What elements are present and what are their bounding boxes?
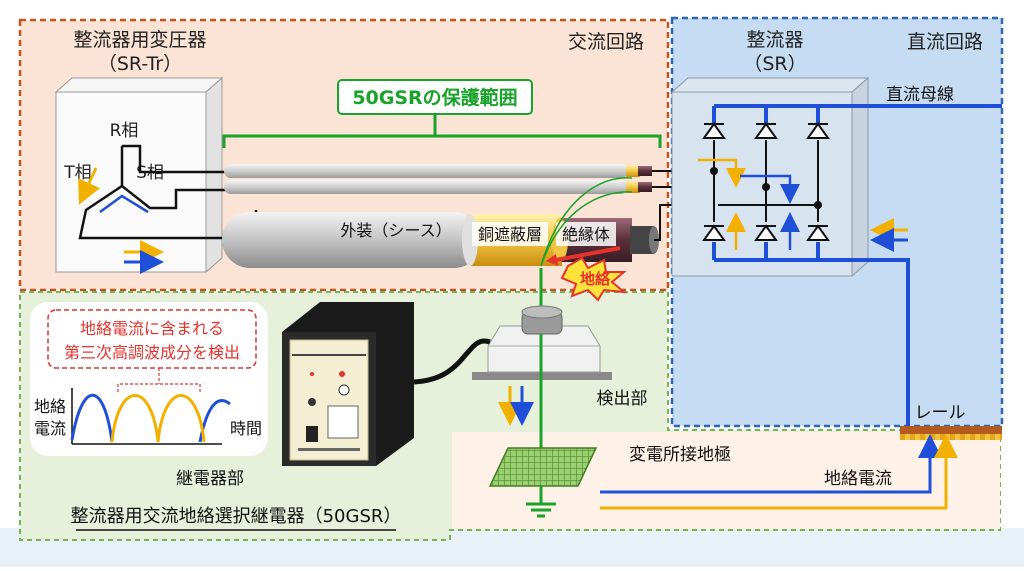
ground-current-blue bbox=[600, 434, 942, 494]
ground-current-label: 地絡電流 bbox=[824, 469, 892, 489]
protection-range-label: 50GSRの保護範囲 bbox=[352, 86, 517, 109]
rectifier-title: 整流器 bbox=[746, 29, 803, 51]
detector-unit bbox=[472, 305, 612, 380]
thin-cable-upper bbox=[224, 164, 652, 178]
insulator-label-bg bbox=[556, 222, 616, 246]
relay-full-label: 整流器用交流地絡選択継電器（50GSR） bbox=[71, 506, 402, 527]
ground-current-yellow bbox=[600, 434, 958, 510]
axis-y-line2: 電流 bbox=[34, 419, 66, 438]
rect-arrow-b1 bbox=[740, 174, 800, 204]
ground-fault-arrow bbox=[555, 246, 621, 262]
rectifier-subtitle: （SR） bbox=[743, 53, 806, 75]
rectifier-box bbox=[670, 76, 870, 278]
thin-cable-lower bbox=[224, 180, 652, 194]
waveform-blue-left bbox=[70, 393, 114, 443]
ac-circuit-label: 交流回路 bbox=[568, 31, 644, 53]
callout-box bbox=[47, 309, 257, 369]
callout-line1: 地絡電流に含まれる bbox=[80, 319, 224, 338]
diodes bbox=[702, 122, 830, 241]
callout-pointer bbox=[117, 368, 201, 392]
ground-fault-arrowhead bbox=[546, 254, 558, 266]
relay-unit bbox=[282, 302, 414, 466]
callout-line2: 第三次高調波成分を検出 bbox=[64, 343, 240, 362]
rect-arrow-y1 bbox=[698, 158, 746, 188]
winding-arrow-yellow bbox=[78, 167, 100, 205]
rail-label: レール bbox=[915, 403, 966, 423]
sheath-label: 外装（シース） bbox=[340, 221, 451, 240]
insulator-label: 絶縁体 bbox=[562, 225, 610, 244]
ground-fault-badge bbox=[560, 256, 628, 302]
transformer-subtitle: （SR-Tr） bbox=[98, 53, 182, 75]
junction-dots bbox=[710, 167, 822, 209]
dc-bus-label: 直流母線 bbox=[886, 85, 954, 105]
r-phase-label: R相 bbox=[110, 121, 139, 141]
winding-arrow-blue bbox=[99, 194, 149, 214]
ground-electrode bbox=[488, 447, 598, 487]
shield-wire-lower bbox=[540, 191, 633, 267]
t-phase-label: T相 bbox=[63, 163, 91, 183]
copper-shield-label-bg bbox=[472, 222, 548, 246]
rail-bar bbox=[900, 426, 1002, 434]
transformer-title: 整流器用変圧器 bbox=[73, 29, 206, 51]
dc-circuit-label: 直流回路 bbox=[907, 31, 983, 53]
copper-shield-label: 銅遮蔽層 bbox=[478, 225, 542, 244]
axis-x-label: 時間 bbox=[230, 419, 262, 438]
axis-y-line1: 地絡 bbox=[34, 397, 66, 416]
ground-fault-label: 地絡 bbox=[580, 270, 611, 288]
protection-range-bracket bbox=[222, 114, 662, 148]
ground-electrode-label: 変電所接地極 bbox=[629, 445, 731, 465]
waveform-yellow bbox=[110, 394, 206, 443]
shield-wire-upper bbox=[540, 177, 633, 267]
detector-label: 検出部 bbox=[597, 389, 648, 409]
relay-cable bbox=[413, 338, 491, 385]
earth-symbol bbox=[526, 502, 556, 518]
relay-part-label: 継電器部 bbox=[176, 469, 244, 489]
rail-ties bbox=[900, 434, 1002, 440]
